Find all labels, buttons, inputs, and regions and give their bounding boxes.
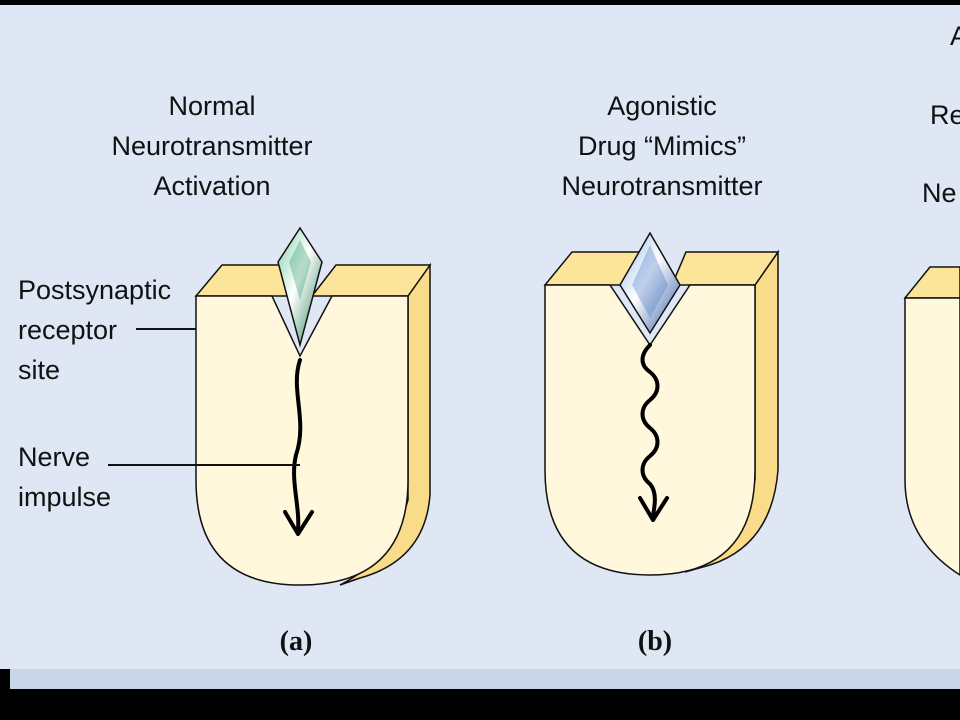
diagram-background [0,5,960,669]
panel-c-partial: A Re Ne [903,21,960,576]
panel-a-title-line-1: Normal [168,91,255,121]
panel-a-letter: (a) [280,626,313,657]
panel-b-title-line-3: Neurotransmitter [561,171,762,201]
receptor-a-body [195,295,409,586]
panel-c-title-line-2: Re [930,100,960,130]
panel-a: Normal Neurotransmitter Activation (a) [111,91,432,657]
panel-a-title-line-3: Activation [153,171,270,201]
panel-b-title-line-1: Agonistic [607,91,717,121]
panel-b-title-line-2: Drug “Mimics” [578,131,746,161]
panel-b-letter: (b) [638,626,672,657]
nerve-impulse-arrowhead-b [638,496,669,522]
nerve-impulse-label: Nerve impulse [18,442,300,512]
drug-molecule-highlight [632,245,668,318]
drug-molecule-shape [619,231,681,335]
bottom-strip [10,669,960,689]
nerve-impulse-arrowhead-a [283,510,314,536]
neurotransmitter-shape [277,226,323,348]
receptor-label-line-2: receptor [18,315,117,345]
panel-b: Agonistic Drug “Mimics” Neurotransmitter… [543,91,780,657]
receptor-site-label: Postsynaptic receptor site [18,275,196,385]
panel-a-title-line-2: Neurotransmitter [111,131,312,161]
nerve-impulse-arrow-b [640,343,660,517]
nerve-impulse-arrow-a [292,358,303,532]
receptor-label-line-3: site [18,355,60,385]
panel-c-title-line-4: Ne [922,178,957,208]
panel-c-title-line-1: A [950,21,960,51]
neurotransmitter-highlight [289,240,311,300]
receptor-label-line-1: Postsynaptic [18,275,171,305]
impulse-label-line-1: Nerve [18,442,90,472]
impulse-label-line-2: impulse [18,482,111,512]
